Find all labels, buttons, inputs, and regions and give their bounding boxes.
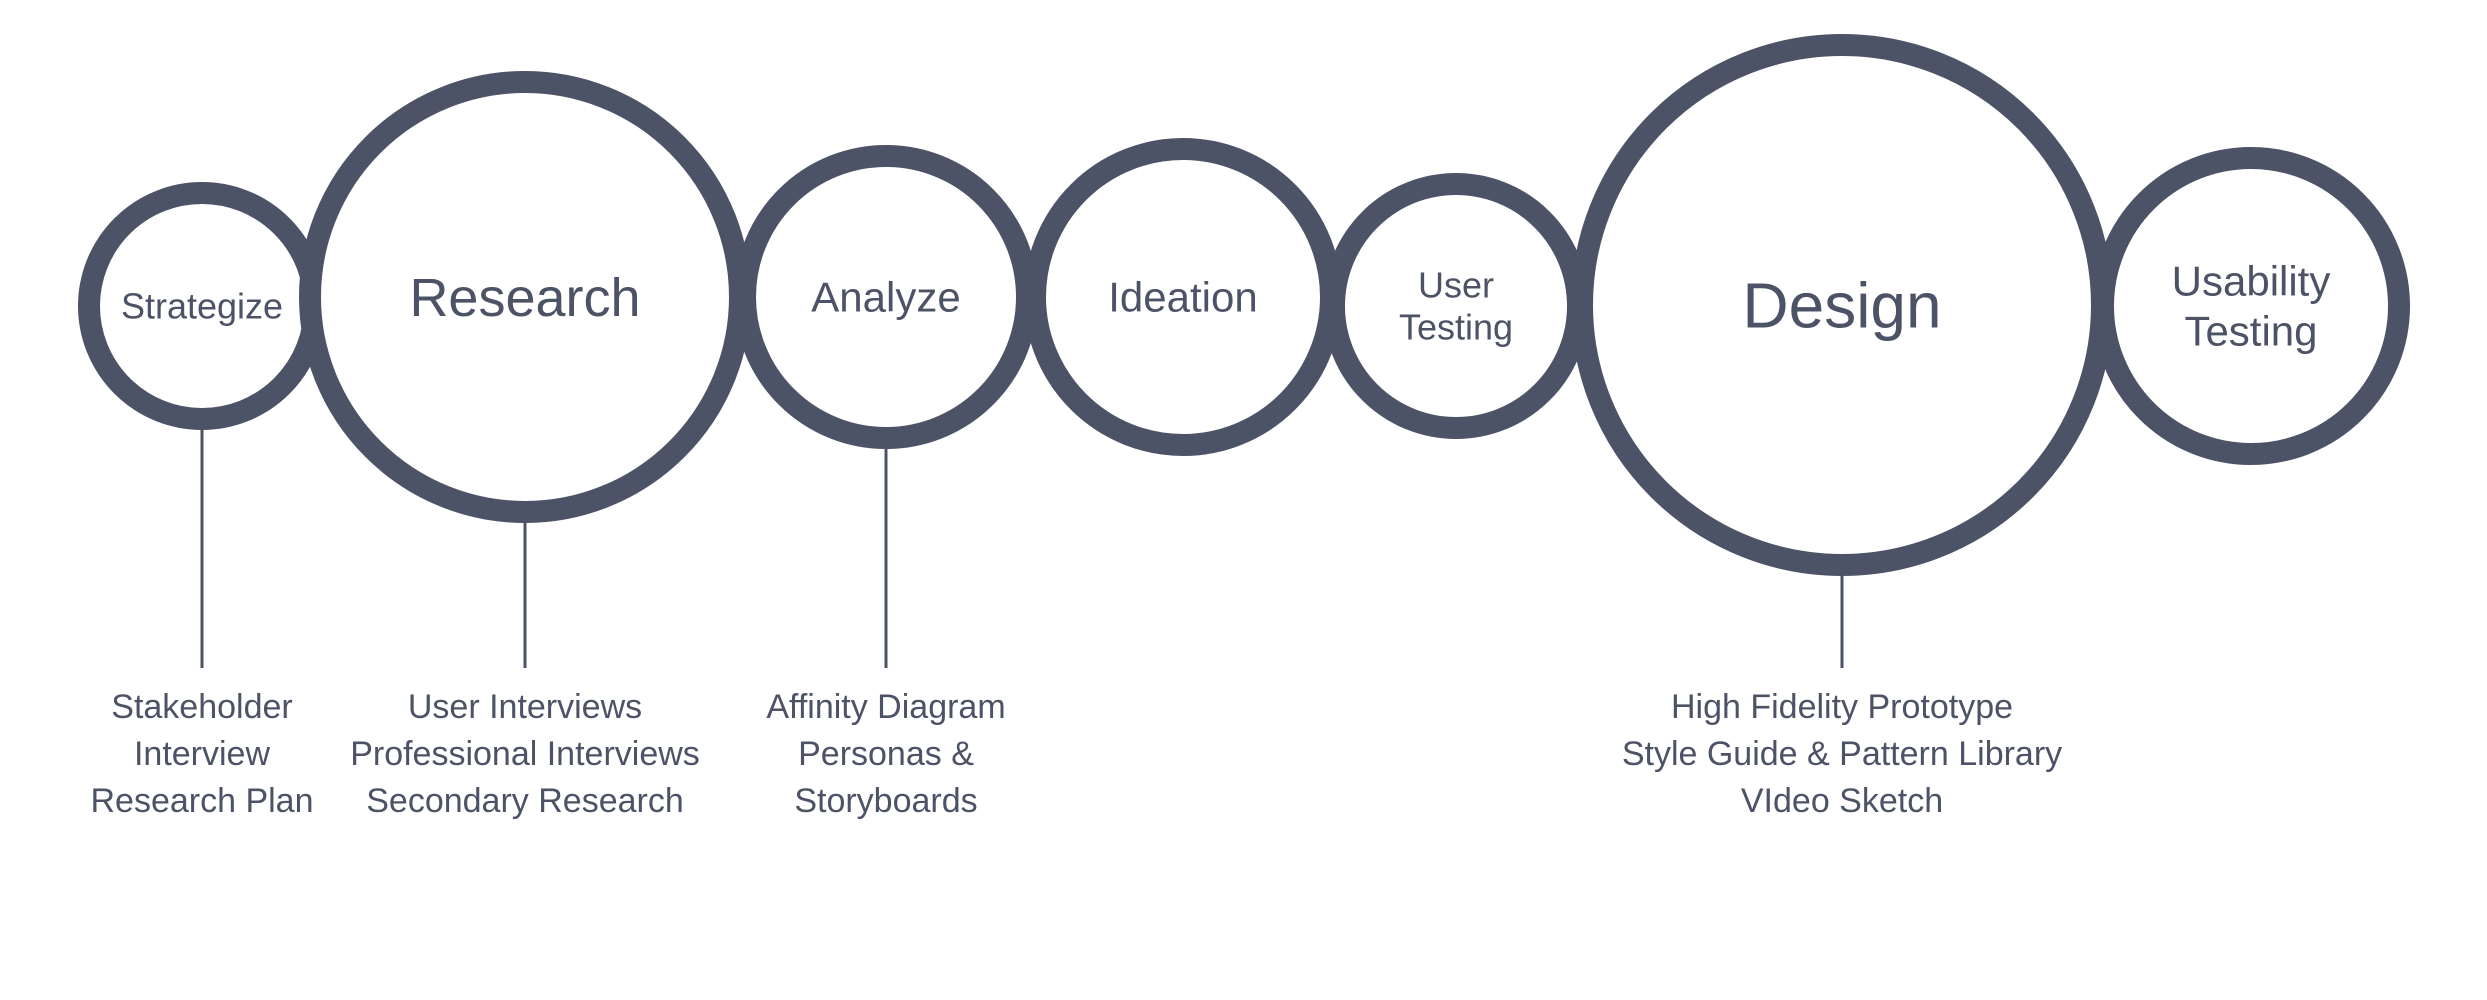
detail-line: Research Plan xyxy=(90,782,313,820)
stage-label-line: User xyxy=(1418,265,1494,306)
stage-circles xyxy=(78,34,2410,576)
stage-label-strategize: Strategize xyxy=(121,286,283,327)
detail-line: High Fidelity Prototype xyxy=(1671,688,2013,726)
stage-label-design: Design xyxy=(1742,269,1941,341)
detail-line: Professional Interviews xyxy=(350,735,700,773)
stage-label-research: Research xyxy=(409,268,640,328)
detail-line: Affinity Diagram xyxy=(766,688,1005,726)
stage-label-analyze: Analyze xyxy=(811,274,960,321)
detail-line: Secondary Research xyxy=(366,782,684,820)
detail-line: Storyboards xyxy=(794,782,977,820)
stage-label-line: Analyze xyxy=(811,274,960,321)
detail-line: Stakeholder xyxy=(111,688,292,726)
stage-label-line: Research xyxy=(409,268,640,328)
detail-line: User Interviews xyxy=(408,688,642,726)
detail-line: Style Guide & Pattern Library xyxy=(1622,735,2062,773)
connector-lines xyxy=(200,430,1844,668)
stage-label-line: Usability xyxy=(2172,258,2331,305)
stage-label-line: Ideation xyxy=(1108,274,1257,321)
stage-label-line: Testing xyxy=(1399,307,1513,348)
stage-label-line: Design xyxy=(1742,269,1941,341)
detail-line: Interview xyxy=(134,735,270,773)
detail-line: VIdeo Sketch xyxy=(1741,782,1943,820)
stage-label-line: Strategize xyxy=(121,286,283,327)
stage-circle-usability-testing xyxy=(2092,147,2410,465)
detail-line: Personas & xyxy=(798,735,974,773)
stage-label-ideation: Ideation xyxy=(1108,274,1257,321)
stage-label-line: Testing xyxy=(2184,308,2317,355)
